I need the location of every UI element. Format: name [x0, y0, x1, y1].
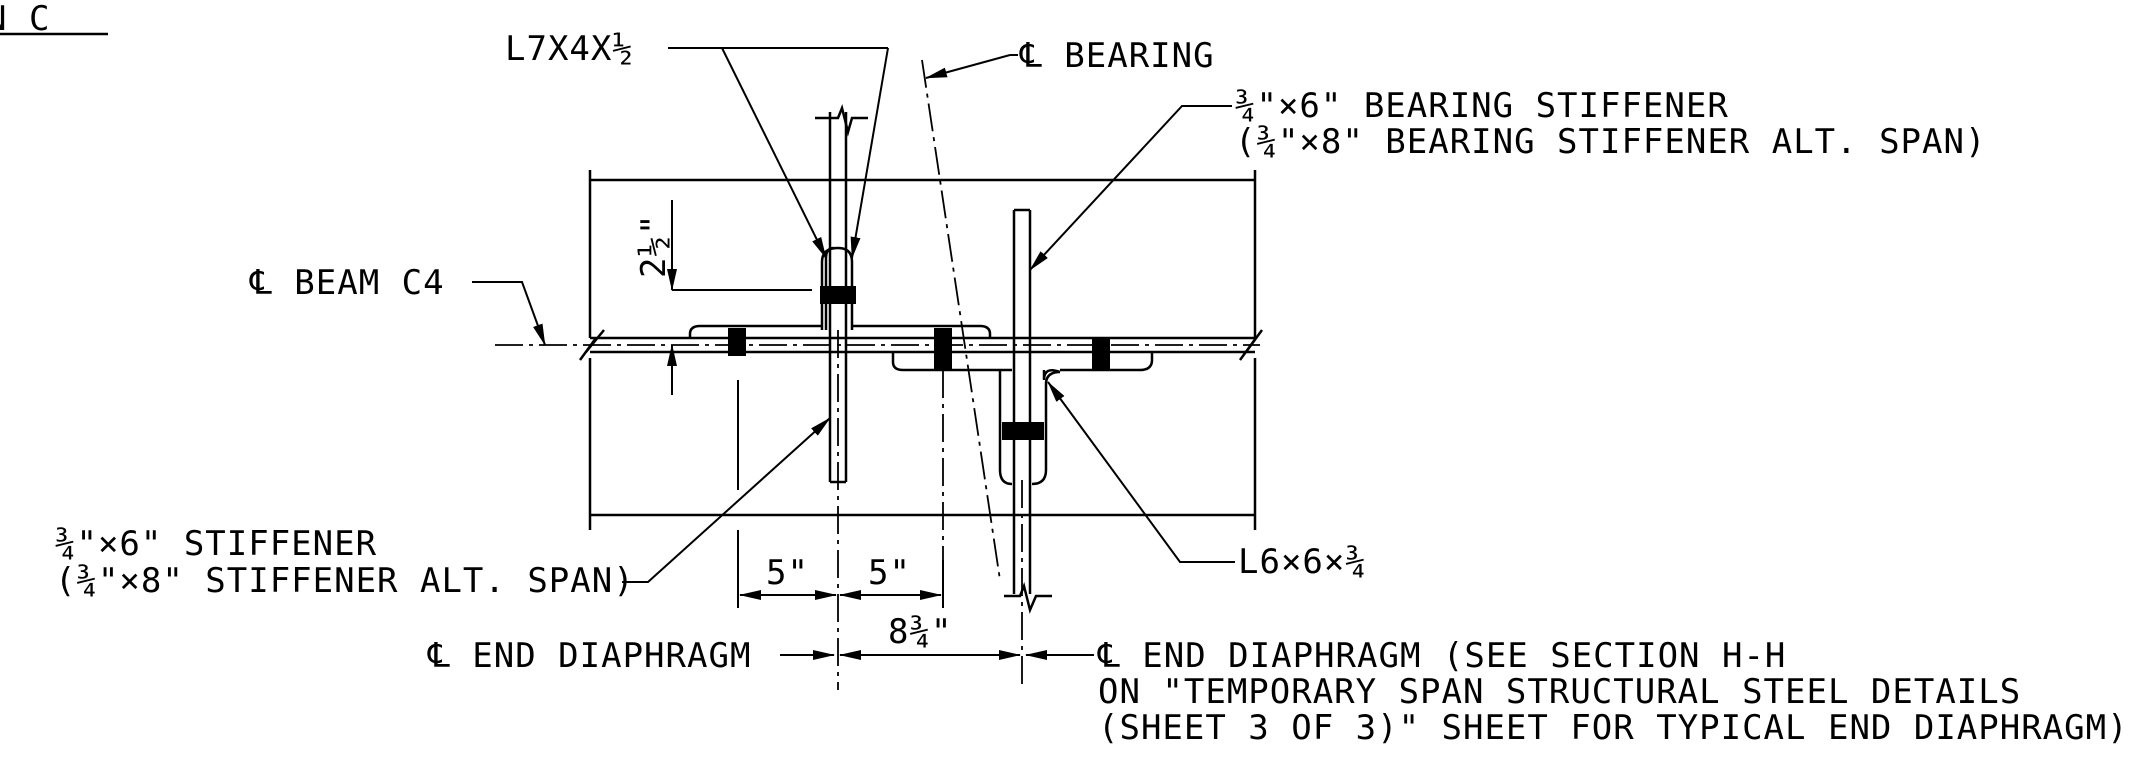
- label-bearing-stiffener-2: (¾"×8" BEARING STIFFENER ALT. SPAN): [1235, 122, 1986, 162]
- dimension-eight-three-quarter: 8¾": [839, 612, 1021, 660]
- weld-web-2: [934, 328, 952, 370]
- weld-web-3: [1092, 338, 1110, 370]
- dim-5-b: 5": [868, 553, 911, 593]
- label-end-diaphragm-left: ℄ END DIAPHRAGM: [427, 636, 751, 676]
- centerline-bearing: [921, 59, 1001, 581]
- label-stiffener-1: ¾"×6" STIFFENER: [55, 524, 377, 564]
- label-end-diaphragm-right-1: ℄ END DIAPHRAGM (SEE SECTION H-H: [1097, 636, 1786, 676]
- leader-beam: [472, 281, 546, 346]
- label-stiffener-2: (¾"×8" STIFFENER ALT. SPAN): [55, 561, 635, 601]
- dim-5-a: 5": [766, 553, 809, 593]
- label-cl-bearing: ℄ BEARING: [1019, 36, 1215, 76]
- dim-8-3-4: 8¾": [888, 612, 952, 652]
- leader-bearing-stiffener: [1029, 105, 1232, 271]
- leader-stiffener: [622, 417, 831, 583]
- label-bearing-stiffener-1: ¾"×6" BEARING STIFFENER: [1235, 86, 1729, 126]
- beam-outline: [588, 170, 1257, 530]
- leader-bearing: [925, 54, 1011, 79]
- bearing-stiffener: [1004, 208, 1052, 614]
- middle-angle: [891, 352, 1154, 372]
- leader-bottom-angle: [1047, 381, 1235, 563]
- top-angle: [688, 246, 992, 338]
- weld-top-angle: [820, 286, 856, 304]
- title-fragment: N C: [0, 0, 50, 39]
- dimension-vertical: 2½": [634, 200, 812, 395]
- weld-bottom-angle: [1002, 422, 1044, 440]
- label-bottom-angle: L6×6×¾: [1238, 542, 1367, 582]
- dimension-five: 5" 5": [737, 530, 944, 608]
- weld-web-1: [728, 328, 746, 356]
- dim-2-half: 2½": [634, 214, 674, 278]
- label-end-diaphragm-right-3: (SHEET 3 OF 3)" SHEET FOR TYPICAL END DI…: [1098, 708, 2129, 748]
- bottom-angle: [998, 369, 1061, 486]
- label-cl-beam: ℄ BEAM C4: [249, 263, 445, 303]
- label-end-diaphragm-right-2: ON "TEMPORARY SPAN STRUCTURAL STEEL DETA…: [1098, 672, 2021, 712]
- leader-top-angle: [668, 47, 889, 259]
- label-top-angle: L7X4X½: [505, 29, 634, 69]
